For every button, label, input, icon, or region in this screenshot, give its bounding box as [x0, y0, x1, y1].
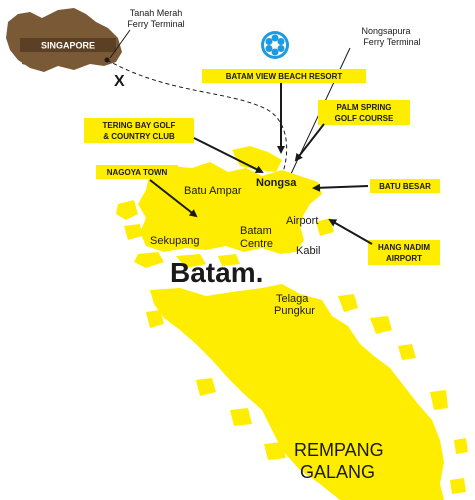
callout-hang-nadim-2: AIRPORT — [386, 254, 422, 263]
callout-hang-nadim-1: HANG NADIM — [378, 243, 430, 252]
batam-islet-sw — [134, 252, 164, 268]
place-batam-centre-2: Centre — [240, 238, 273, 250]
callout-batam-view-box — [202, 69, 366, 83]
place-telaga-1: Telaga — [276, 293, 309, 305]
ferry-route — [106, 59, 288, 173]
place-telaga-2: Pungkur — [274, 305, 315, 317]
nongsapura-label-1: Nongsapura — [361, 26, 410, 36]
tanah-merah-label-1: Tanah Merah — [130, 8, 183, 18]
singapore-islet — [22, 58, 32, 66]
south-islet-6 — [196, 378, 216, 396]
region-batam: Batam. — [170, 257, 263, 288]
place-batam-centre-1: Batam — [240, 225, 272, 237]
batam-island — [138, 162, 322, 254]
south-island-chain — [150, 284, 444, 500]
place-batu-ampar: Batu Ampar — [184, 185, 242, 197]
region-galang: GALANG — [300, 462, 375, 482]
place-airport: Airport — [286, 215, 318, 227]
callout-hang-nadim-box — [368, 240, 440, 265]
place-kabil: Kabil — [296, 245, 320, 257]
callout-batu-besar-box — [370, 179, 440, 193]
arrow-hang-nadim — [328, 219, 373, 245]
arrow-tering-bay — [193, 137, 264, 173]
callout-batu-besar: BATU BESAR — [379, 182, 431, 191]
arrow-palm-spring — [294, 123, 325, 162]
callout-tering-bay-1: TERING BAY GOLF — [103, 121, 176, 130]
batam-islet-s2 — [218, 254, 240, 266]
region-rempang: REMPANG — [294, 440, 384, 460]
callout-nagoya: NAGOYA TOWN — [107, 168, 168, 177]
batam-west-islet-2 — [124, 224, 142, 240]
batam-west-islet — [116, 200, 138, 220]
callout-palm-spring-2: GOLF COURSE — [335, 114, 394, 123]
callout-palm-spring-box — [318, 100, 410, 125]
callout-tering-bay-2: & COUNTRY CLUB — [103, 132, 175, 141]
singapore-label: SINGAPORE — [41, 41, 95, 51]
flower-logo-icon — [261, 31, 289, 59]
singapore-label-bar — [20, 38, 116, 52]
south-islet-2 — [338, 294, 358, 312]
south-islet-3 — [370, 316, 392, 334]
batam-islet-s1 — [176, 254, 206, 268]
callout-palm-spring-1: PALM SPRING — [337, 103, 392, 112]
place-nongsa: Nongsa — [256, 177, 297, 189]
tanah-merah-leader — [109, 29, 131, 59]
callout-batam-view: BATAM VIEW BEACH RESORT — [226, 72, 343, 81]
south-islet-4 — [398, 344, 416, 360]
singapore-x-mark: X — [114, 73, 125, 90]
nongsapura-label-2: Ferry Terminal — [363, 37, 420, 47]
callout-nagoya-box — [96, 165, 178, 179]
south-islet-5 — [430, 390, 448, 410]
south-islet-10 — [450, 478, 466, 494]
tanah-merah-label-2: Ferry Terminal — [127, 19, 184, 29]
south-islet-7 — [230, 408, 252, 426]
batam-north-lobe — [232, 146, 282, 172]
arrow-nagoya — [149, 179, 198, 218]
place-sekupang: Sekupang — [150, 235, 200, 247]
callout-tering-bay-box — [84, 118, 194, 143]
south-islet-1 — [146, 310, 164, 328]
south-islet-9 — [454, 438, 468, 454]
arrow-batu-besar — [312, 183, 369, 192]
south-islet-8 — [264, 442, 286, 460]
